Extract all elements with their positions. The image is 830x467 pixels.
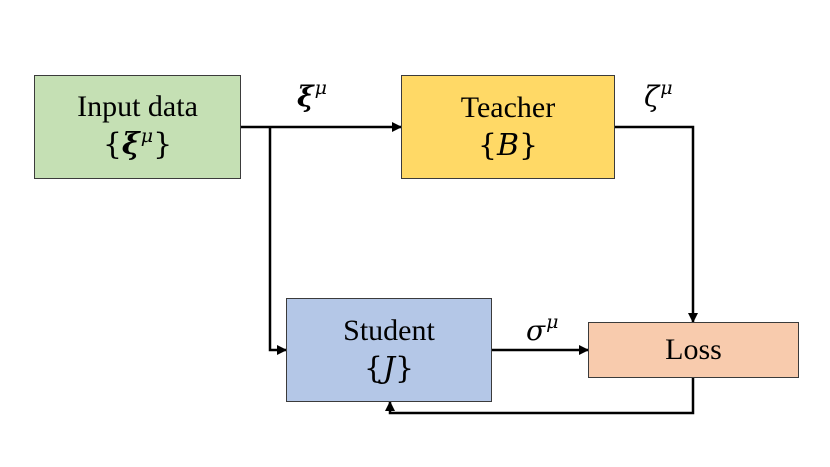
student-title: Student — [343, 314, 435, 347]
teacher-set: {B} — [478, 127, 538, 165]
edge-label-sigma: σμ — [526, 311, 558, 349]
teacher-title: Teacher — [460, 91, 556, 124]
sigma-symbol: σ — [526, 314, 546, 347]
arrow-teacher-to-loss — [615, 125, 698, 323]
loss-title: Loss — [665, 333, 722, 366]
arrow-loss-to-student-feedback — [385, 378, 695, 415]
set-open-brace: { — [102, 126, 122, 162]
loss-node: Loss — [588, 322, 799, 378]
edge-label-xi: ξμ — [297, 77, 327, 115]
set-close-brace: } — [153, 126, 173, 162]
set-close-brace: } — [519, 128, 539, 163]
mu-superscript: μ — [546, 311, 559, 333]
xi-symbol: ξ — [297, 80, 314, 113]
mu-superscript: μ — [314, 77, 327, 99]
b-symbol: B — [496, 128, 520, 163]
student-node: Student {J} — [286, 298, 492, 402]
xi-symbol: ξ — [121, 126, 140, 162]
zeta-symbol: ζ — [644, 80, 660, 113]
set-open-brace: { — [477, 128, 497, 163]
edge-label-zeta: ζμ — [644, 77, 673, 115]
input-data-title: Input data — [77, 89, 198, 123]
student-set: {J} — [364, 350, 414, 388]
set-close-brace: } — [395, 351, 415, 386]
mu-superscript: μ — [660, 77, 673, 99]
j-symbol: J — [382, 351, 396, 386]
teacher-node: Teacher {B} — [401, 75, 615, 179]
set-open-brace: { — [363, 351, 383, 386]
mu-superscript: μ — [140, 124, 154, 147]
arrow-input-to-student — [268, 127, 287, 355]
input-data-node: Input data {ξμ} — [34, 75, 241, 179]
input-data-set: {ξμ} — [102, 124, 173, 167]
